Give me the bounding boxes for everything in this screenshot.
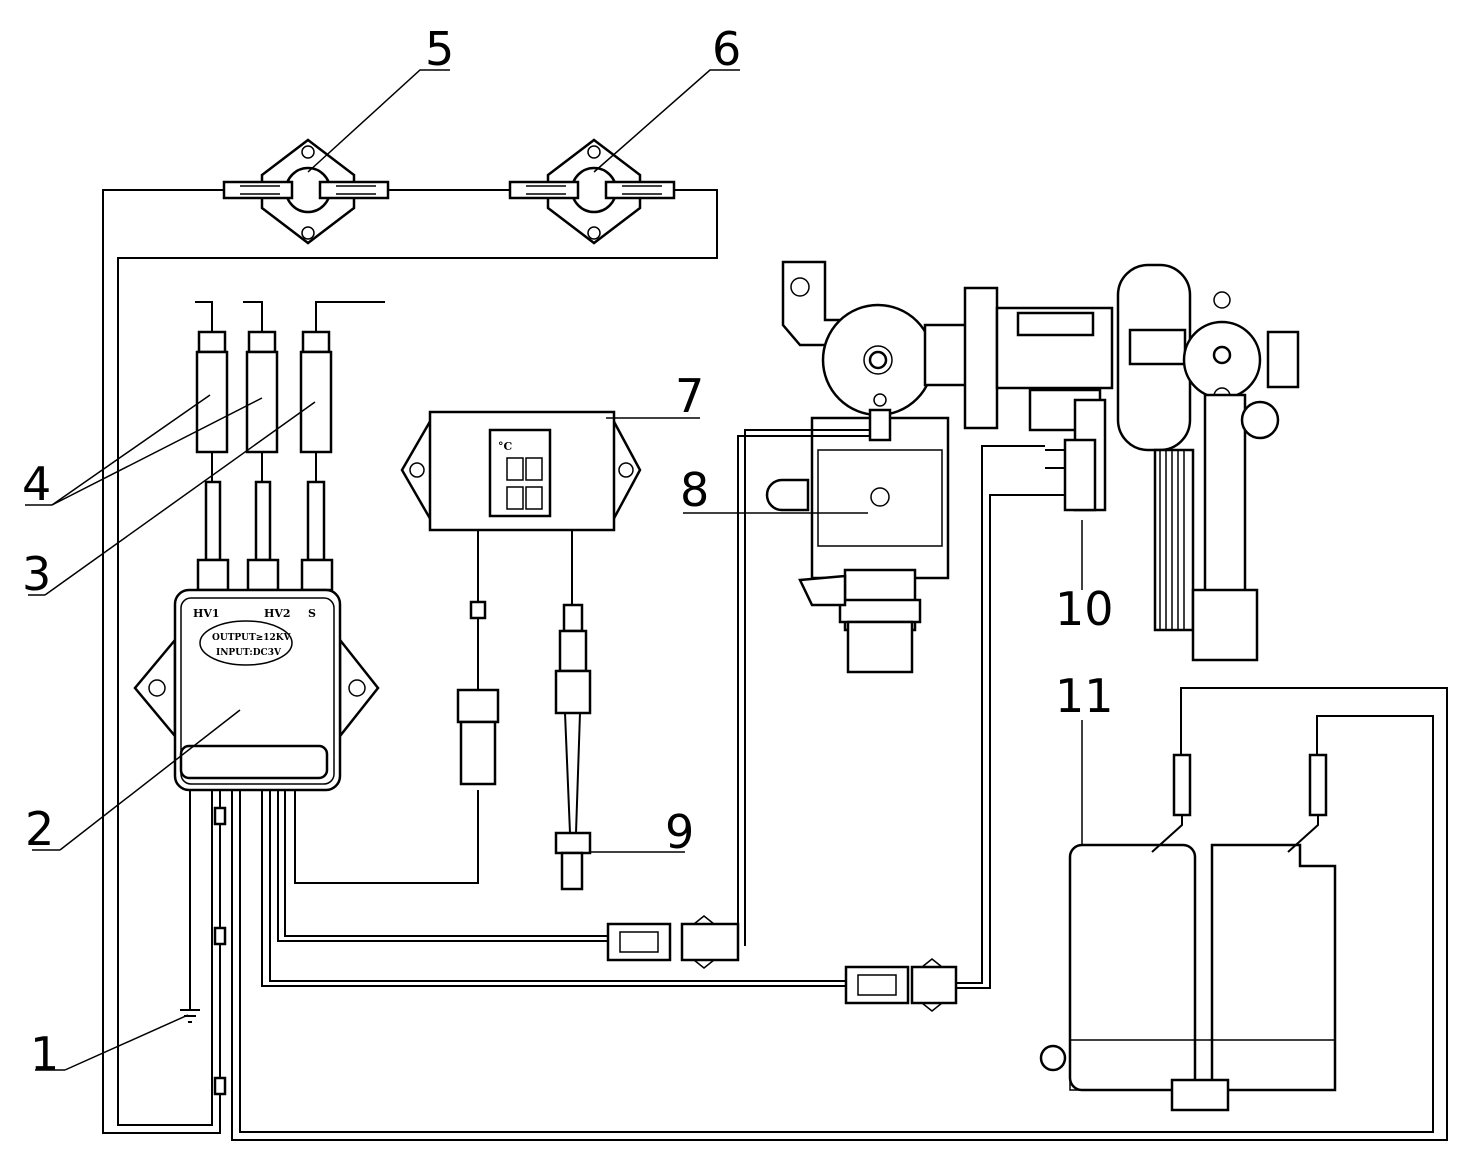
callout-3: 3	[22, 547, 51, 601]
thermostat-6	[508, 138, 676, 245]
callout-9: 9	[665, 805, 694, 859]
callout-1: 1	[30, 1027, 59, 1081]
display-connector	[456, 530, 500, 786]
harness-wires	[261, 790, 848, 987]
switch-connector-plug	[844, 965, 910, 1005]
thermostat-5	[222, 138, 390, 245]
leader-lines	[25, 69, 1083, 1071]
valve-connector-socket	[680, 915, 740, 969]
callout-10: 10	[1055, 582, 1114, 636]
callout-2: 2	[25, 802, 54, 856]
seven-segment-readout	[506, 457, 543, 510]
terminal-label-hv1: HV1	[193, 607, 220, 620]
terminal-label-hv2: HV2	[264, 607, 291, 620]
electrode-2	[243, 301, 280, 592]
switch-valve-leads	[737, 429, 1045, 989]
output-spec-label: OUTPUT≥12KV	[212, 633, 292, 643]
water-valve-assembly	[1028, 263, 1300, 662]
terminal-label-s: S	[308, 607, 316, 620]
callout-8: 8	[680, 463, 709, 517]
wire-pump-loop	[231, 687, 1448, 1141]
callout-6: 6	[712, 22, 741, 76]
switch-connector-socket	[910, 958, 958, 1012]
battery-box	[1039, 753, 1337, 1112]
callout-7: 7	[675, 369, 704, 423]
input-spec-label: INPUT:DC3V	[216, 648, 282, 658]
electrode-1	[195, 301, 230, 592]
temperature-sensor	[554, 530, 592, 891]
wire-thermostat-loop	[102, 189, 718, 1134]
valve-connector-plug	[606, 922, 672, 962]
ground-wire	[180, 790, 227, 1096]
temperature-display: °C	[400, 410, 642, 532]
callout-5: 5	[425, 22, 454, 76]
microswitch	[1045, 438, 1097, 512]
ignition-controller: HV1 HV2 S OUTPUT≥12KV INPUT:DC3V	[133, 588, 380, 792]
flame-sensor-electrode	[299, 301, 385, 592]
temperature-unit-label: °C	[498, 440, 513, 453]
callout-11: 11	[1055, 669, 1114, 723]
callout-4: 4	[22, 457, 51, 511]
gas-valve-assembly	[765, 260, 1114, 674]
